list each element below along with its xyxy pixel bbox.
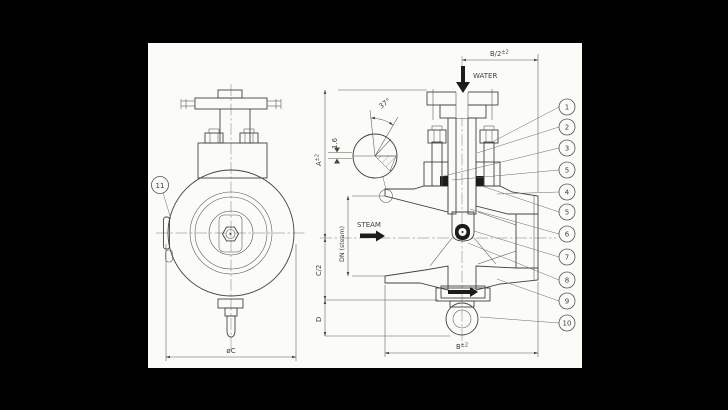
balloon-6: 6 — [558, 225, 576, 243]
top-flange-front — [194, 97, 268, 110]
balloon-2: 2 — [558, 118, 576, 136]
drain-ball — [445, 302, 479, 336]
svg-text:3: 3 — [565, 145, 569, 153]
svg-text:7: 7 — [565, 254, 569, 262]
flow-direction-arrow — [448, 287, 478, 297]
dimension-d: D — [315, 299, 450, 337]
balloon-8: 8 — [558, 271, 576, 289]
water-flow-arrow — [461, 66, 465, 84]
svg-text:5: 5 — [565, 167, 569, 175]
front-view: øC 11 — [151, 84, 306, 361]
svg-text:2: 2 — [565, 124, 569, 132]
balloon-9: 9 — [558, 292, 576, 310]
balloon-5a: 5 — [558, 161, 576, 179]
mixing-cone-lines — [429, 211, 517, 267]
side-boss — [163, 216, 170, 250]
dimension-dn-steam: DN (steam) — [339, 195, 385, 277]
dimension-b-half: B/2±2 — [461, 50, 539, 192]
d-label: D — [315, 317, 323, 322]
svg-text:8: 8 — [565, 277, 569, 285]
svg-text:10: 10 — [563, 320, 572, 328]
svg-text:1: 1 — [565, 104, 569, 112]
paper-sheet — [148, 43, 582, 368]
svg-text:9: 9 — [565, 298, 569, 306]
dimension-b: B±2 — [384, 282, 539, 357]
b-label: B±2 — [456, 343, 468, 352]
bottom-assembly — [435, 285, 491, 336]
balloon-11-label: 11 — [156, 182, 165, 190]
balloon-leaders — [439, 106, 560, 324]
water-label: WATER — [473, 72, 497, 80]
roughness-callout: 1.6 — [328, 137, 352, 164]
flange-bolt-stubs — [180, 99, 282, 109]
dimension-a: A±2 — [315, 89, 427, 239]
steam-flow-arrow — [360, 233, 377, 238]
seal-ring-left — [440, 176, 448, 186]
center-plate — [218, 214, 243, 253]
svg-text:6: 6 — [565, 231, 570, 239]
water-inlet-marker: WATER — [456, 66, 497, 93]
dimension-dia-c: øC — [165, 244, 297, 361]
seal-ring-right — [476, 176, 484, 186]
balloon-column: 1 2 3 5 4 5 6 7 8 9 10 — [558, 98, 576, 332]
b-half-label: B/2±2 — [490, 50, 509, 59]
steam-label: STEAM — [357, 221, 381, 229]
dimension-c-half: C/2 — [315, 237, 438, 301]
outlet-raised-face — [208, 210, 254, 256]
a-label: A±2 — [315, 154, 324, 166]
balloon-7: 7 — [558, 248, 576, 266]
drain-plug-front — [217, 298, 244, 338]
balloon-4: 4 — [558, 183, 576, 201]
balloon-10: 10 — [558, 314, 576, 332]
balloon-1: 1 — [558, 98, 576, 116]
bonnet-studs-section — [427, 125, 499, 187]
valve-body-front — [167, 169, 295, 297]
dia-c-label: øC — [226, 347, 235, 355]
c-half-label: C/2 — [315, 265, 323, 276]
roughness-label: 1.6 — [331, 137, 339, 149]
center-nut — [221, 226, 240, 242]
steam-inlet-marker: STEAM — [357, 221, 385, 242]
balloon-11: 11 — [151, 176, 172, 220]
svg-text:4: 4 — [565, 189, 570, 197]
dn-steam-label: DN (steam) — [339, 226, 346, 262]
nozzle-tip — [451, 211, 475, 242]
balloon-5b: 5 — [558, 203, 576, 221]
flow-direction-box — [440, 285, 486, 299]
svg-text:5: 5 — [565, 209, 569, 217]
balloon-3: 3 — [558, 139, 576, 157]
bonnet-front — [197, 142, 268, 179]
